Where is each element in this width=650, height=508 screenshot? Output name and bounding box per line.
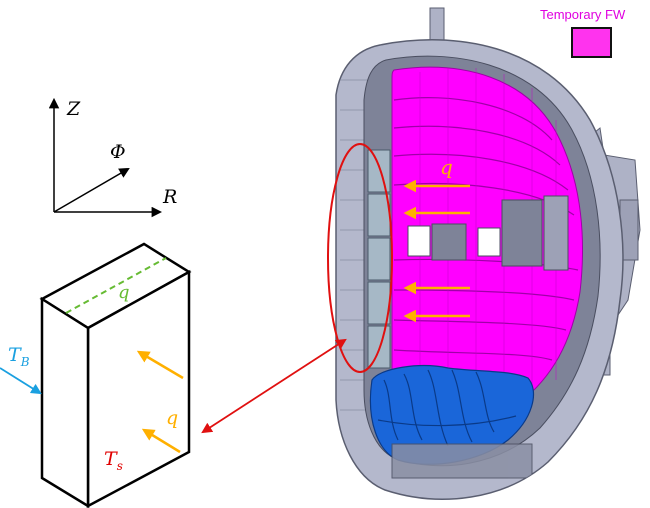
phi-axis-label: Φ: [110, 141, 126, 163]
port-frame-left: [431, 223, 467, 261]
callout-arrow: [201, 338, 347, 434]
inboard-column: [367, 149, 391, 369]
inboard-highlight-ellipse: [327, 143, 393, 373]
coordinate-axes: Z Φ R: [48, 97, 177, 218]
block-left-face: [40, 296, 90, 508]
outboard-limiter: [501, 199, 543, 267]
port-opening-left: [407, 225, 431, 257]
z-axis-label: Z: [66, 98, 81, 120]
first-wall-block: q q TB Ts: [0, 242, 192, 508]
phi-axis-arrow: [53, 167, 130, 213]
bulk-temp-arrow: [0, 367, 42, 395]
r-axis-label: R: [162, 186, 177, 208]
wall-flux-label: q: [440, 155, 453, 179]
port-opening-right: [477, 227, 501, 257]
lower-support: [391, 443, 533, 479]
side-flux-label: q: [166, 407, 178, 429]
vessel-cutaway: q: [327, 7, 641, 500]
legend-swatch: [571, 27, 612, 58]
legend-label: Temporary FW: [540, 7, 626, 22]
side-flux-arrow-lower: [141, 428, 181, 454]
top-flux-dashed-line: [65, 257, 167, 314]
side-flux-arrow-upper: [136, 350, 184, 380]
wall-flux-arrows: q: [403, 155, 470, 323]
top-flux-label: q: [118, 282, 130, 303]
top-port: [429, 7, 445, 41]
outboard-port-frame: [543, 195, 569, 271]
divertor-cassette-lines: [377, 369, 517, 447]
surface-temp-label: Ts: [104, 448, 123, 473]
bulk-temp-label: TB: [8, 344, 30, 369]
